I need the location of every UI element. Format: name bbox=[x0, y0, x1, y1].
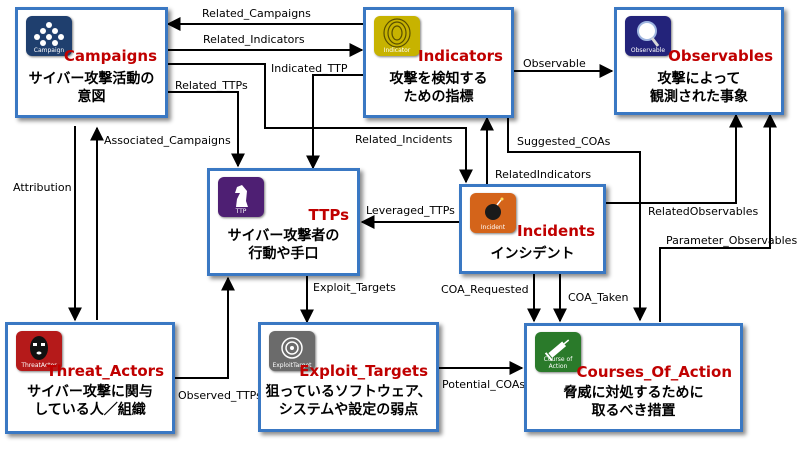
node-title: TTPs bbox=[308, 206, 349, 224]
desc-line: している人／組織 bbox=[34, 402, 146, 418]
icon-caption: Observable bbox=[630, 47, 666, 54]
bomb-icon: Incident bbox=[470, 193, 516, 233]
node-exploit-targets[interactable]: ExploitTarget Exploit_Targets 狙っているソフトウェ… bbox=[258, 322, 439, 432]
icon-caption: ThreatActor bbox=[21, 362, 57, 369]
node-description: インシデント bbox=[462, 245, 603, 263]
edge-label-related-campaigns: Related_Campaigns bbox=[202, 7, 311, 20]
node-description: 脅威に対処するために 取るべき措置 bbox=[527, 384, 740, 420]
node-title: Threat_Actors bbox=[46, 362, 164, 380]
magnifier-icon: Observable bbox=[625, 16, 671, 56]
crowd-icon: Campaign bbox=[26, 16, 72, 56]
edge-related-ttps bbox=[168, 91, 245, 168]
icon-caption: TTP bbox=[235, 208, 247, 215]
desc-line: 攻撃によって bbox=[657, 71, 741, 87]
node-title: Incidents bbox=[517, 222, 595, 240]
icon-caption: Indicator bbox=[383, 47, 411, 54]
desc-line: 行動や手口 bbox=[248, 246, 319, 262]
target-icon: ExploitTarget bbox=[269, 331, 315, 371]
node-title: Observables bbox=[668, 47, 773, 65]
desc-line: システムや設定の弱点 bbox=[278, 402, 419, 418]
node-description: サイバー攻撃者の 行動や手口 bbox=[210, 227, 357, 263]
node-description: 攻撃によって 観測された事象 bbox=[617, 70, 781, 106]
node-title: Indicators bbox=[418, 47, 503, 65]
edge-label-associated-campaigns: Associated_Campaigns bbox=[104, 134, 231, 147]
icon-caption: Campaign bbox=[33, 47, 65, 54]
edge-label-attribution: Attribution bbox=[13, 181, 72, 194]
node-description: 狙っているソフトウェア、 システムや設定の弱点 bbox=[261, 383, 436, 419]
node-threat-actors[interactable]: ThreatActor Threat_Actors サイバー攻撃に関与 している… bbox=[5, 322, 175, 434]
edge-related-incidents bbox=[168, 63, 473, 184]
node-ttps[interactable]: TTP TTPs サイバー攻撃者の 行動や手口 bbox=[207, 168, 360, 276]
edge-label-observed-ttps: Observed_TTPs bbox=[178, 389, 262, 402]
icon-caption: Course of Action bbox=[543, 356, 573, 370]
node-description: サイバー攻撃に関与 している人／組織 bbox=[8, 383, 172, 419]
desc-line: サイバー攻撃活動の bbox=[28, 71, 155, 87]
node-description: サイバー攻撃活動の 意図 bbox=[18, 70, 165, 106]
node-title: Campaigns bbox=[63, 47, 157, 65]
desc-line: 狙っているソフトウェア、 bbox=[265, 384, 432, 400]
desc-line: ための指標 bbox=[403, 89, 474, 105]
masked-face-icon: ThreatActor bbox=[16, 331, 62, 371]
node-courses-of-action[interactable]: Course of Action Courses_Of_Action 脅威に対処… bbox=[524, 323, 743, 432]
edge-label-leveraged-ttps: Leveraged_TTPs bbox=[366, 204, 455, 217]
edge-observed-ttps bbox=[175, 276, 235, 379]
edge-label-observable: Observable bbox=[523, 57, 586, 70]
node-incidents[interactable]: Incident Incidents インシデント bbox=[459, 184, 606, 274]
edge-related-observables bbox=[606, 113, 743, 204]
desc-line: サイバー攻撃に関与 bbox=[27, 384, 153, 400]
edge-label-coa-requested: COA_Requested bbox=[441, 283, 529, 296]
node-observables[interactable]: Observable Observables 攻撃によって 観測された事象 bbox=[614, 7, 784, 115]
node-title: Courses_Of_Action bbox=[576, 363, 733, 381]
desc-line: 取るべき措置 bbox=[591, 403, 676, 419]
edge-suggested-coas bbox=[507, 116, 647, 322]
desc-line: 意図 bbox=[77, 89, 106, 105]
node-title: Exploit_Targets bbox=[299, 362, 428, 380]
edge-label-suggested-coas: Suggested_COAs bbox=[517, 135, 611, 148]
edge-label-parameter-observables: Parameter_Observables bbox=[666, 234, 797, 247]
edge-parameter-observables bbox=[659, 113, 777, 322]
edge-label-exploit-targets: Exploit_Targets bbox=[313, 281, 396, 294]
edge-label-potential-coas: Potential_COAs bbox=[442, 378, 525, 391]
edge-label-related-indicators: Related_Indicators bbox=[203, 33, 305, 46]
node-indicators[interactable]: Indicator Indicators 攻撃を検知する ための指標 bbox=[363, 7, 514, 118]
desc-line: インシデント bbox=[490, 246, 575, 262]
desc-line: 脅威に対処するために bbox=[563, 385, 704, 401]
edge-label-coa-taken: COA_Taken bbox=[568, 291, 629, 304]
desc-line: 攻撃を検知する bbox=[389, 71, 488, 87]
icon-caption: Incident bbox=[480, 224, 506, 231]
node-description: 攻撃を検知する ための指標 bbox=[366, 70, 511, 106]
syringe-icon: Course of Action bbox=[535, 332, 581, 372]
desc-line: 観測された事象 bbox=[650, 89, 748, 105]
desc-line: サイバー攻撃者の bbox=[227, 228, 340, 244]
edge-label-related-incidents: Related_Incidents bbox=[355, 133, 453, 146]
edge-label-indicated-ttp: Indicated_TTP bbox=[271, 62, 348, 75]
edge-label-related-indicators-2: RelatedIndicators bbox=[495, 168, 591, 181]
edge-indicated-ttp bbox=[306, 74, 363, 170]
edge-label-related-observables: RelatedObservables bbox=[648, 205, 758, 218]
icon-caption: ExploitTarget bbox=[272, 362, 312, 369]
fingerprint-icon: Indicator bbox=[374, 16, 420, 56]
chess-knight-icon: TTP bbox=[218, 177, 264, 217]
node-campaigns[interactable]: Campaign Campaigns サイバー攻撃活動の 意図 bbox=[15, 7, 168, 118]
edge-label-related-ttps: Related_TTPs bbox=[175, 79, 248, 92]
